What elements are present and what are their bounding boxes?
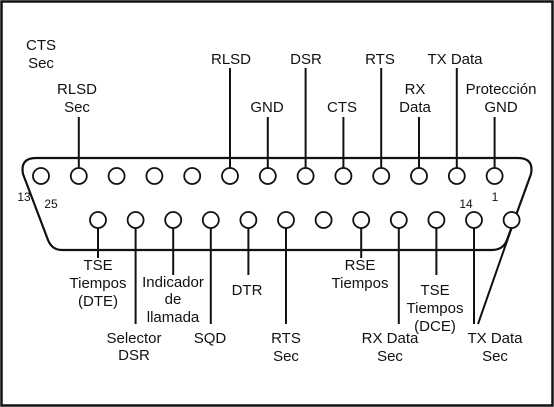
pin-bottom-3 <box>164 211 183 229</box>
label-tx-data-sec-line-1: TX Data <box>467 330 523 347</box>
label-sqd-line-1: SQD <box>194 330 227 347</box>
label-tse-tiempos-dte-line-1: TSE <box>83 257 112 274</box>
label-indicador-de-llamada-line-3: llamada <box>147 309 200 326</box>
pin-bottom-5 <box>239 211 258 229</box>
pin-bottom-11 <box>465 211 483 229</box>
pin-top-7 <box>258 167 277 185</box>
pin-bottom-10 <box>427 211 446 229</box>
pin-top-5 <box>183 167 202 185</box>
label-rlsd-sec-line-2: Sec <box>64 99 90 116</box>
pin-top-2 <box>69 167 88 185</box>
label-rlsd-sec-line-1: RLSD <box>57 81 97 98</box>
label-rse-tiempos-line-2: Tiempos <box>332 275 389 292</box>
pin-bottom-8 <box>352 211 371 229</box>
pin-top-6 <box>221 167 239 185</box>
pin-top-3 <box>107 167 126 185</box>
label-cts-sec-line-1: CTS <box>26 37 56 54</box>
pin-top-12 <box>447 167 466 185</box>
label-proteccion-gnd-line-1: Protección <box>466 81 537 98</box>
label-tse-tiempos-dce-line-2: Tiempos <box>407 300 464 317</box>
label-rts-line-1: RTS <box>365 51 395 68</box>
label-tx-data-line-1: TX Data <box>427 51 483 68</box>
label-rx-data-line-1: RX <box>405 81 426 98</box>
label-rx-data-sec-line-2: Sec <box>377 348 403 365</box>
label-selector-dsr-line-2: DSR <box>118 347 150 364</box>
label-gnd-line-1: GND <box>250 99 284 116</box>
pin-top-8 <box>296 167 315 185</box>
label-tse-tiempos-dce-line-3: (DCE) <box>414 318 456 335</box>
label-rx-data-sec-line-1: RX Data <box>362 330 419 347</box>
pin-top-11 <box>410 167 428 185</box>
label-rts-sec-line-2: Sec <box>273 348 299 365</box>
pin-top-1 <box>32 167 50 185</box>
pin-top-10 <box>372 167 391 185</box>
label-indicador-de-llamada-line-2: de <box>165 291 182 308</box>
label-rlsd-line-1: RLSD <box>211 51 251 68</box>
pin-top-4 <box>145 167 164 185</box>
pin-bottom-4 <box>201 211 220 229</box>
pin-bottom-7 <box>314 211 333 229</box>
pin-number-14: 14 <box>459 197 473 211</box>
label-proteccion-gnd-line-2: GND <box>484 99 518 116</box>
pin-number-1: 1 <box>492 190 499 204</box>
pin-bottom-9 <box>389 211 408 229</box>
pin-bottom-12 <box>502 211 521 229</box>
label-rts-sec-line-1: RTS <box>271 330 301 347</box>
label-dsr-line-1: DSR <box>290 51 322 68</box>
pin-top-13 <box>485 167 504 185</box>
label-tse-tiempos-dce-line-1: TSE <box>420 282 449 299</box>
pin-number-13: 13 <box>17 190 31 204</box>
label-tse-tiempos-dte-line-3: (DTE) <box>78 293 118 310</box>
label-tse-tiempos-dte-line-2: Tiempos <box>70 275 127 292</box>
label-cts-line-1: CTS <box>327 99 357 116</box>
pin-bottom-2 <box>126 211 145 229</box>
label-selector-dsr-line-1: Selector <box>106 330 161 347</box>
pin-top-9 <box>334 167 353 185</box>
pin-number-25: 25 <box>44 197 58 211</box>
label-tx-data-sec-line-2: Sec <box>482 348 508 365</box>
label-indicador-de-llamada-line-1: Indicador <box>142 274 204 291</box>
label-rse-tiempos-line-1: RSE <box>345 257 376 274</box>
pin-bottom-6 <box>277 211 295 229</box>
leader-tx-data-sec-extend <box>477 227 513 325</box>
label-cts-sec-line-2: Sec <box>28 55 54 72</box>
pin-bottom-1 <box>89 211 107 229</box>
label-dtr-line-1: DTR <box>232 282 263 299</box>
label-rx-data-line-2: Data <box>399 99 431 116</box>
